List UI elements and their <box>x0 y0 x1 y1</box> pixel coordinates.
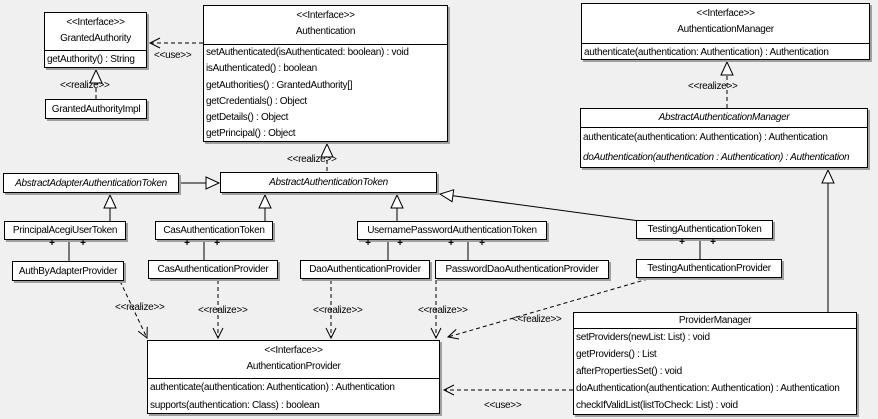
class-header: <<Interface>> AuthenticationManager <box>582 4 869 43</box>
class-name: CasAuthenticationProvider <box>157 264 269 275</box>
realize-label: <<realize>> <box>60 80 110 91</box>
class-header: <<Interface>> GrantedAuthority <box>45 13 146 50</box>
class-box-granted-authority-impl[interactable]: GrantedAuthorityImpl <box>45 99 147 119</box>
methods-compartment: getAuthority() : String <box>45 50 146 67</box>
stereotype-label: <<Interface>> <box>66 17 125 28</box>
class-name: DaoAuthenticationProvider <box>309 264 421 275</box>
class-name: TestingAuthenticationProvider <box>647 263 771 274</box>
assoc-end-label: + <box>184 238 190 249</box>
realize-label: <<realize>> <box>313 305 363 316</box>
class-name: CasAuthenticationToken <box>163 225 265 236</box>
assoc-end-label: + <box>365 238 371 249</box>
class-box-authentication-manager[interactable]: <<Interface>> AuthenticationManager auth… <box>581 3 870 60</box>
class-box-dao-authentication-provider[interactable]: DaoAuthenticationProvider <box>300 260 430 279</box>
method: getDetails() : Object <box>206 112 289 124</box>
use-label: <<use>> <box>484 400 522 411</box>
method: getAuthority() : String <box>47 54 135 65</box>
methods-compartment: authenticate(authentication: Authenticat… <box>582 43 869 59</box>
class-box-granted-authority[interactable]: <<Interface>> GrantedAuthority getAuthor… <box>44 12 147 68</box>
stereotype-label: <<Interface>> <box>296 10 355 21</box>
method: authenticate(authentication: Authenticat… <box>583 132 828 143</box>
method: isAuthenticated() : boolean <box>206 63 317 75</box>
method-abstract: doAuthentication(authentication : Authen… <box>583 151 850 163</box>
class-box-authentication[interactable]: <<Interface>> Authentication setAuthenti… <box>203 5 448 142</box>
class-box-abstract-authentication-manager[interactable]: AbstractAuthenticationManager authentica… <box>580 108 868 168</box>
class-name: GrantedAuthorityImpl <box>51 103 141 115</box>
class-name: PrincipalAcegiUserToken <box>12 225 118 236</box>
methods-compartment: setAuthenticated(isAuthenticated: boolea… <box>204 44 447 141</box>
class-name: AuthenticationProvider <box>246 361 341 372</box>
method: getAuthorities() : GrantedAuthority[] <box>206 79 353 91</box>
realize-label: <<realize>> <box>115 302 165 313</box>
class-box-cas-authentication-provider[interactable]: CasAuthenticationProvider <box>148 260 278 279</box>
method: authenticate(authentication: Authenticat… <box>150 382 395 393</box>
assoc-end-label: + <box>679 237 685 248</box>
assoc-end-label: + <box>214 238 220 249</box>
realize-authbyadapter-to-authentication-provider <box>119 280 148 340</box>
class-box-password-dao-authentication-provider[interactable]: PasswordDaoAuthenticationProvider <box>435 260 609 279</box>
class-name: Authentication <box>295 26 356 37</box>
assoc-end-label: + <box>397 238 403 249</box>
class-header: <<Interface>> AuthenticationProvider <box>148 341 439 378</box>
assoc-end-label: + <box>49 238 55 249</box>
realize-label: <<realize>> <box>198 305 248 316</box>
class-box-testing-authentication-provider[interactable]: TestingAuthenticationProvider <box>636 259 782 278</box>
method: getPrincipal() : Object <box>206 128 296 140</box>
assoc-end-label: + <box>80 238 86 249</box>
class-name: GrantedAuthority <box>60 33 131 44</box>
method: setAuthenticated(isAuthenticated: boolea… <box>206 47 409 58</box>
methods-compartment: authenticate(authentication: Authenticat… <box>148 378 439 413</box>
assoc-end-label: + <box>448 238 454 249</box>
method: authenticate(authentication: Authenticat… <box>584 47 829 58</box>
class-box-username-password-authentication-token[interactable]: UsernamePasswordAuthenticationToken <box>357 221 547 240</box>
assoc-end-label: + <box>479 238 485 249</box>
stereotype-label: <<Interface>> <box>696 8 755 19</box>
class-box-provider-manager[interactable]: ProviderManager setProviders(newList: Li… <box>573 312 857 415</box>
class-name: PasswordDaoAuthenticationProvider <box>445 264 599 275</box>
assoc-end-label: + <box>710 237 716 248</box>
method: checkIfValidList(listToCheck: List) : vo… <box>576 400 738 411</box>
class-box-abstract-adapter-authentication-token[interactable]: AbstractAdapterAuthenticationToken <box>3 173 179 193</box>
class-box-testing-authentication-token[interactable]: TestingAuthenticationToken <box>636 220 773 239</box>
class-box-authentication-provider[interactable]: <<Interface>> AuthenticationProvider aut… <box>147 340 440 414</box>
class-name: AbstractAuthenticationToken <box>269 177 388 188</box>
realize-label: <<realize>> <box>287 154 337 165</box>
method: doAuthentication(authentication: Authent… <box>576 383 840 394</box>
class-name: AbstractAdapterAuthenticationToken <box>15 177 167 189</box>
class-box-abstract-authentication-token[interactable]: AbstractAuthenticationToken <box>220 172 437 193</box>
realize-label: <<realize>> <box>512 314 562 325</box>
stereotype-label: <<Interface>> <box>264 345 323 356</box>
gen-testing-token-to-abstract-token <box>438 189 641 222</box>
methods-compartment: setProviders(newList: List) : void getPr… <box>574 328 856 414</box>
class-name: AuthenticationManager <box>677 24 774 35</box>
class-name: AbstractAuthenticationManager <box>658 112 790 123</box>
class-header: <<Interface>> Authentication <box>204 6 447 44</box>
class-name: TestingAuthenticationToken <box>647 224 762 235</box>
class-box-principal-acegi-user-token[interactable]: PrincipalAcegiUserToken <box>4 221 126 240</box>
method: setProviders(newList: List) : void <box>576 332 710 343</box>
method: getCredentials() : Object <box>206 95 307 107</box>
class-name: UsernamePasswordAuthenticationToken <box>367 225 537 236</box>
method: getProviders() : List <box>576 349 657 360</box>
class-name: AuthByAdapterProvider <box>18 265 118 277</box>
class-box-auth-by-adapter-provider[interactable]: AuthByAdapterProvider <box>12 261 124 281</box>
use-label: <<use>> <box>154 50 192 61</box>
realize-label: <<realize>> <box>418 305 468 316</box>
methods-compartment: authenticate(authentication: Authenticat… <box>581 127 867 167</box>
class-box-cas-authentication-token[interactable]: CasAuthenticationToken <box>155 221 273 240</box>
method: afterPropertiesSet() : void <box>576 366 682 377</box>
method: supports(authentication: Class) : boolea… <box>150 400 320 411</box>
class-name: ProviderManager <box>678 315 752 326</box>
realize-label: <<realize>> <box>688 81 738 92</box>
